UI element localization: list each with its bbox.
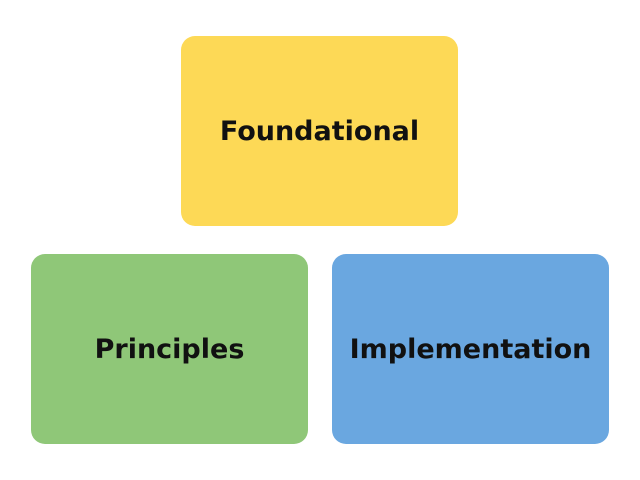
implementation-block: Implementation [332,254,609,444]
foundational-label: Foundational [219,115,420,147]
principles-block: Principles [31,254,308,444]
implementation-label: Implementation [349,333,592,365]
principles-label: Principles [94,333,245,365]
foundational-block: Foundational [181,36,458,226]
